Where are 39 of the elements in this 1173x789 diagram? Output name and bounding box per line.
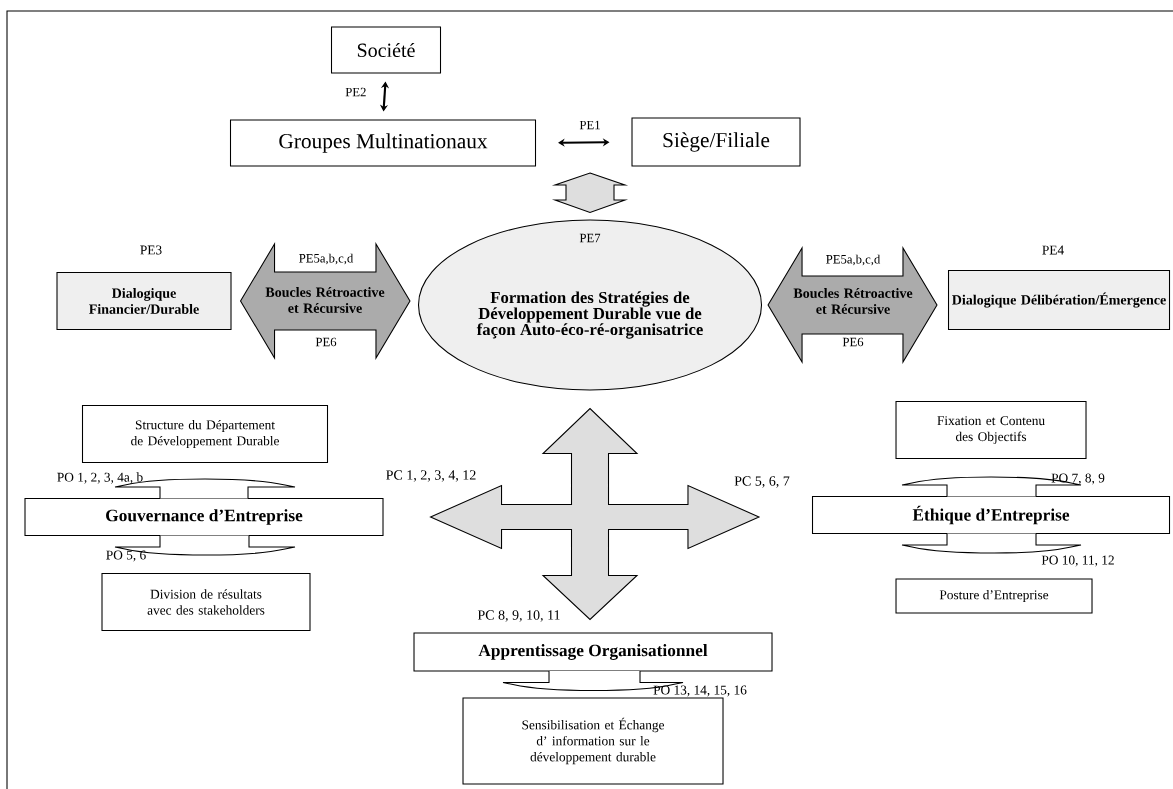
edge-label: Boucles Rétroactive et Récursive: [265, 287, 385, 313]
edge-label: PO 1, 2, 3, 4a, b: [57, 472, 143, 484]
reference-label: PE6: [315, 337, 337, 347]
edge-label: Boucles Rétroactive et Récursive: [793, 288, 913, 314]
block-arrow: [551, 172, 629, 214]
edge-label: PE2: [345, 87, 366, 97]
edge-label: PO 5, 6: [106, 550, 146, 562]
edge-label: PO 10, 11, 12: [1041, 555, 1114, 567]
box-heading: PE3: [140, 245, 162, 255]
text-box: Sensibilisation et Échange d’ information sur le développement durable: [462, 697, 724, 785]
reference-label: PE5a,b,c,d: [299, 253, 354, 265]
box-heading: PE4: [1042, 245, 1064, 255]
four-way-arrow: [429, 407, 761, 621]
reference-label: PE5a,b,c,d: [826, 254, 881, 266]
ribbon-connector: [114, 535, 296, 556]
edge-label: PO 13, 14, 15, 16: [653, 685, 747, 697]
text-box: Dialogique Délibération/Émergence: [947, 269, 1171, 331]
ribbon-connector: [901, 476, 1082, 497]
text-box: Structure du Département de Développement Durable: [81, 404, 329, 464]
reference-label: PC 1, 2, 3, 4, 12: [386, 470, 476, 482]
edge-label: PO 7, 8, 9: [1051, 473, 1105, 485]
reference-label: PE6: [842, 337, 864, 347]
double-block-arrow: [767, 246, 938, 364]
ribbon-connector: [502, 670, 684, 692]
double-block-arrow: [239, 242, 411, 360]
text-box: Gouvernance d’Entreprise: [24, 497, 384, 537]
ribbon-connector: [901, 533, 1082, 554]
reference-label: PC 5, 6, 7: [734, 476, 790, 488]
text-box: Groupes Multinationaux: [229, 119, 537, 167]
text-box: Dialogique Financier/Durable: [56, 271, 232, 331]
text-box: Posture d’Entreprise: [895, 578, 1093, 614]
text-box: Division de résultats avec des stakeholders: [101, 572, 311, 632]
text-box: Siège/Filiale: [631, 117, 801, 167]
text-box: Société: [330, 26, 442, 74]
text-box: Apprentissage Organisationnel: [413, 632, 773, 672]
text-box: Fixation et Contenu des Objectifs: [895, 400, 1087, 460]
edge-label: PE1: [579, 120, 600, 130]
ribbon-connector: [114, 478, 296, 499]
text-box: Éthique d’Entreprise: [811, 495, 1171, 535]
